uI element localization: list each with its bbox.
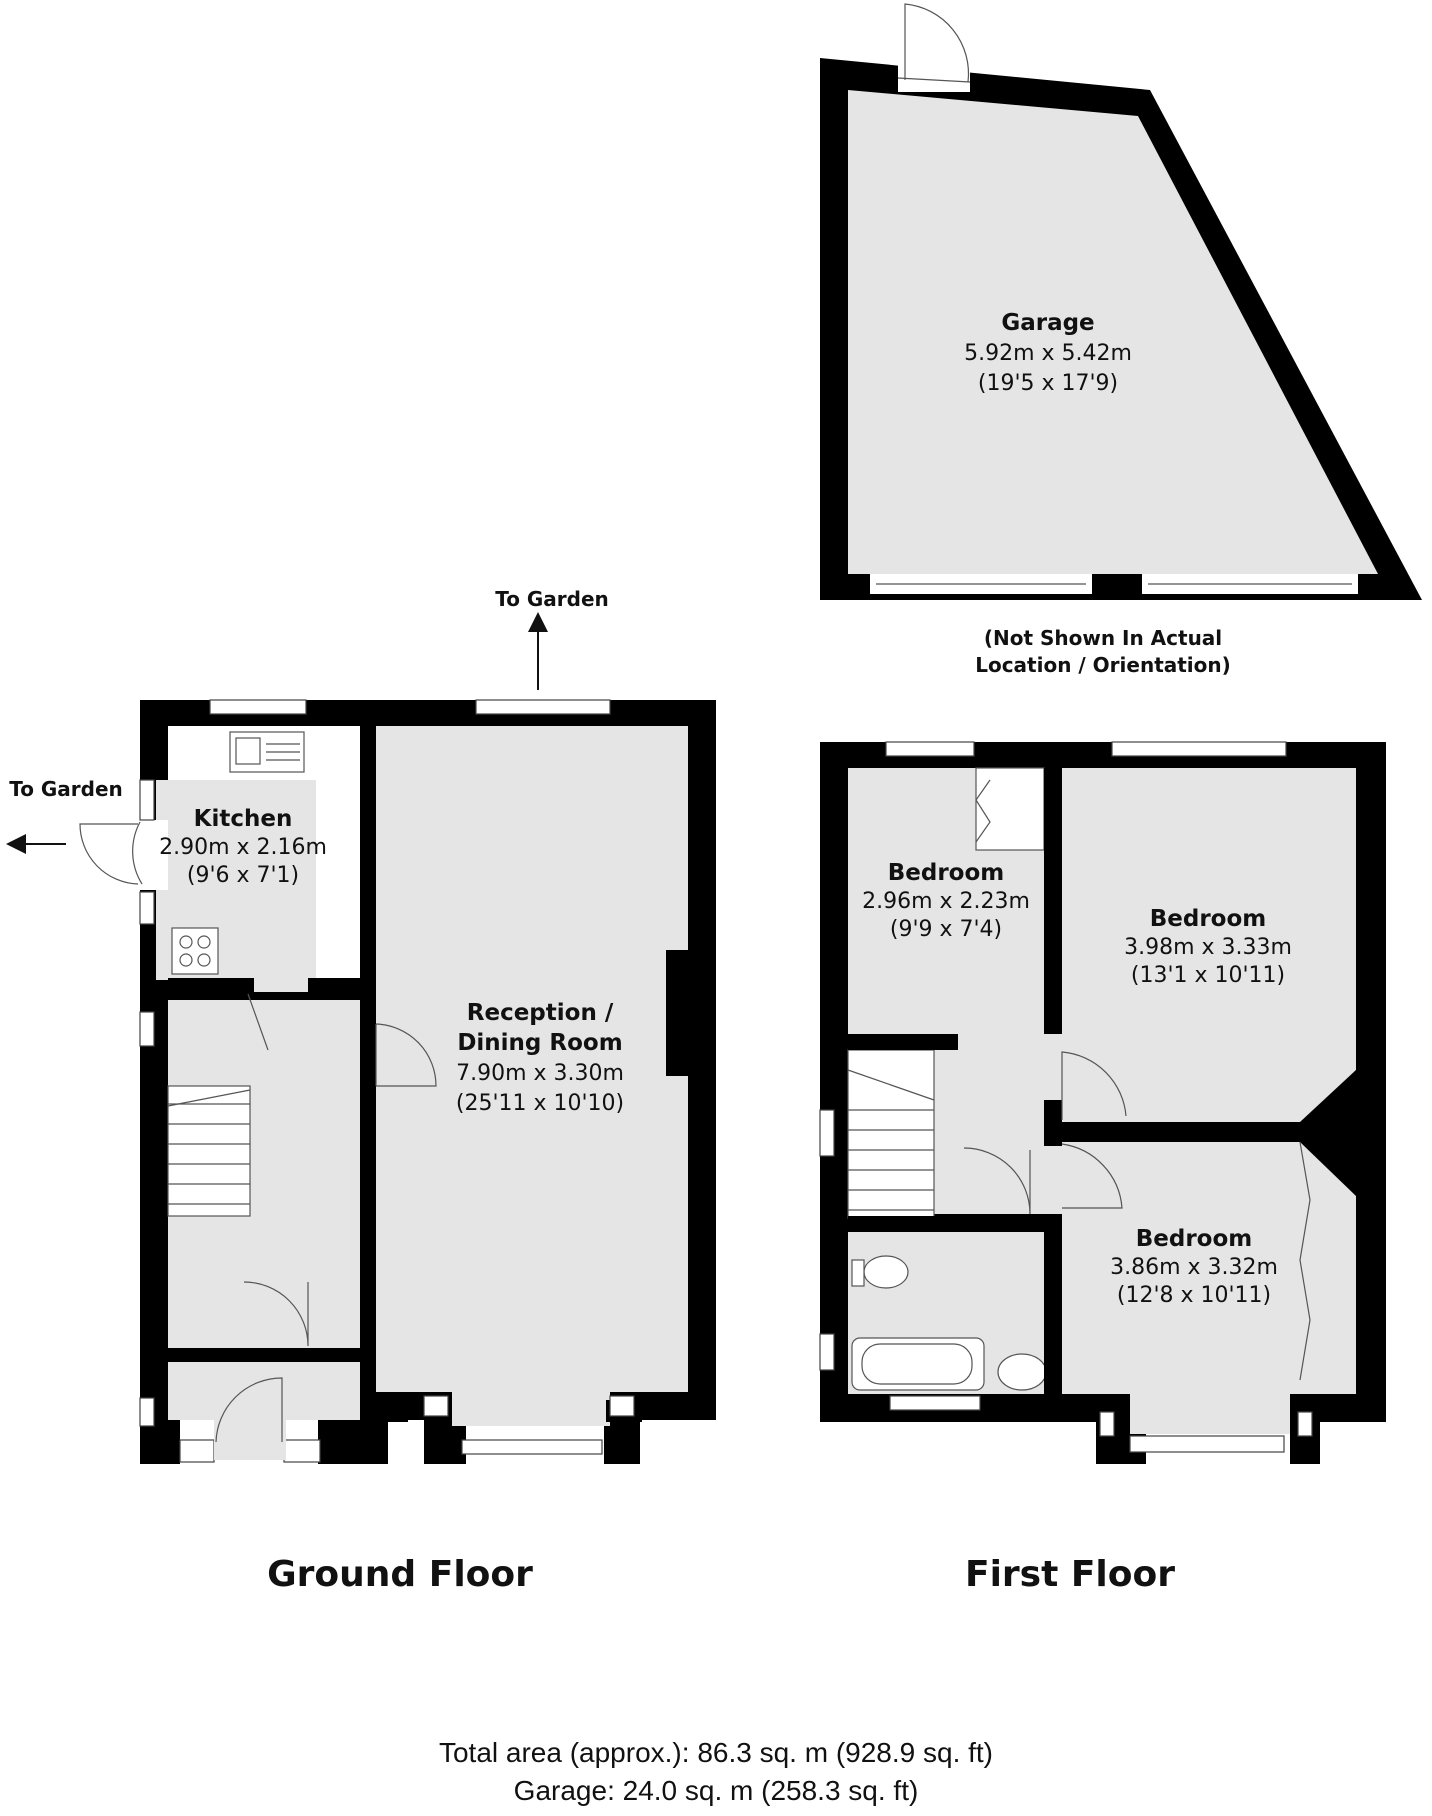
ground-floor-plan: Kitchen 2.90m x 2.16m (9'6 x 7'1) Recept… (79, 699, 716, 1464)
garage-dim-m: 5.92m x 5.42m (964, 341, 1132, 366)
first-floor-plan: Bedroom 2.96m x 2.23m (9'9 x 7'4) Bedroo… (819, 741, 1386, 1466)
reception-label-line1: Reception / (467, 1000, 614, 1026)
first-floor-title: First Floor (965, 1554, 1175, 1595)
bedroom-large-label: Bedroom (1150, 906, 1267, 932)
reception-label-line2: Dining Room (457, 1030, 622, 1056)
bedroom-third-wardrobe (1299, 1141, 1311, 1381)
reception-dim-m: 7.90m x 3.30m (456, 1061, 624, 1086)
reception-garden-door (475, 699, 611, 715)
kitchen-label: Kitchen (194, 806, 293, 832)
reception-dim-ft: (25'11 x 10'10) (456, 1091, 624, 1116)
bedroom-small-dim-ft: (9'9 x 7'4) (890, 917, 1002, 942)
ground-floor-title: Ground Floor (267, 1554, 533, 1595)
bedroom-large-dim-m: 3.98m x 3.33m (1124, 935, 1292, 960)
landing-window (819, 1109, 835, 1157)
garage-door-swing (904, 3, 970, 83)
toilet (863, 1255, 909, 1289)
garage-dim-ft: (19'5 x 17'9) (978, 371, 1118, 396)
bathroom-window (889, 1395, 981, 1411)
hall-door-swing (243, 1281, 309, 1347)
garage-label: Garage (1001, 310, 1094, 336)
bedroom-large-floor (1062, 768, 1356, 1122)
garage-note-line2: Location / Orientation) (975, 653, 1231, 677)
bedroom-small-dim-m: 2.96m x 2.23m (862, 889, 1030, 914)
kitchen-side-door-swing (79, 823, 139, 885)
bedroom-large-dim-ft: (13'1 x 10'11) (1131, 963, 1285, 988)
bedroom-third-dim-m: 3.86m x 3.32m (1110, 1255, 1278, 1280)
bedroom-small-label: Bedroom (888, 860, 1005, 886)
kitchen-window (209, 699, 307, 715)
garage-plan: Garage 5.92m x 5.42m (19'5 x 17'9) (820, 3, 1422, 600)
bedroom-third-label: Bedroom (1136, 1226, 1253, 1252)
bathroom-sink (997, 1353, 1047, 1391)
reception-floor (376, 726, 688, 1392)
total-area-text: Total area (approx.): 86.3 sq. m (928.9 … (439, 1737, 993, 1768)
bedroom-third-door-swing (1061, 1143, 1123, 1209)
garage-area-text: Garage: 24.0 sq. m (258.3 sq. ft) (514, 1775, 919, 1806)
kitchen-door (247, 993, 269, 1051)
to-garden-left-label: To Garden (9, 777, 123, 801)
front-door-swing (215, 1377, 283, 1443)
bedroom-third-floor (1062, 1142, 1356, 1394)
bedroom-small-window (885, 741, 975, 757)
bathroom-door-swing (963, 1147, 1031, 1215)
first-floor-stairs (847, 1049, 935, 1219)
to-garden-top-label: To Garden (495, 587, 609, 611)
bedroom-small-wardrobe (975, 779, 991, 843)
kitchen-dim-m: 2.90m x 2.16m (159, 835, 327, 860)
ground-floor-stairs (167, 1085, 251, 1217)
reception-door-swing (375, 1023, 437, 1087)
garage-door-gap (898, 56, 970, 92)
garage-floor (848, 90, 1378, 574)
bedroom-large-door-swing (1061, 1051, 1127, 1120)
kitchen-hob (171, 927, 219, 975)
kitchen-dim-ft: (9'6 x 7'1) (187, 863, 299, 888)
bedroom-third-dim-ft: (12'8 x 10'11) (1117, 1283, 1271, 1308)
garage-note-line1: (Not Shown In Actual (984, 626, 1222, 650)
bedroom-large-window (1111, 741, 1287, 757)
